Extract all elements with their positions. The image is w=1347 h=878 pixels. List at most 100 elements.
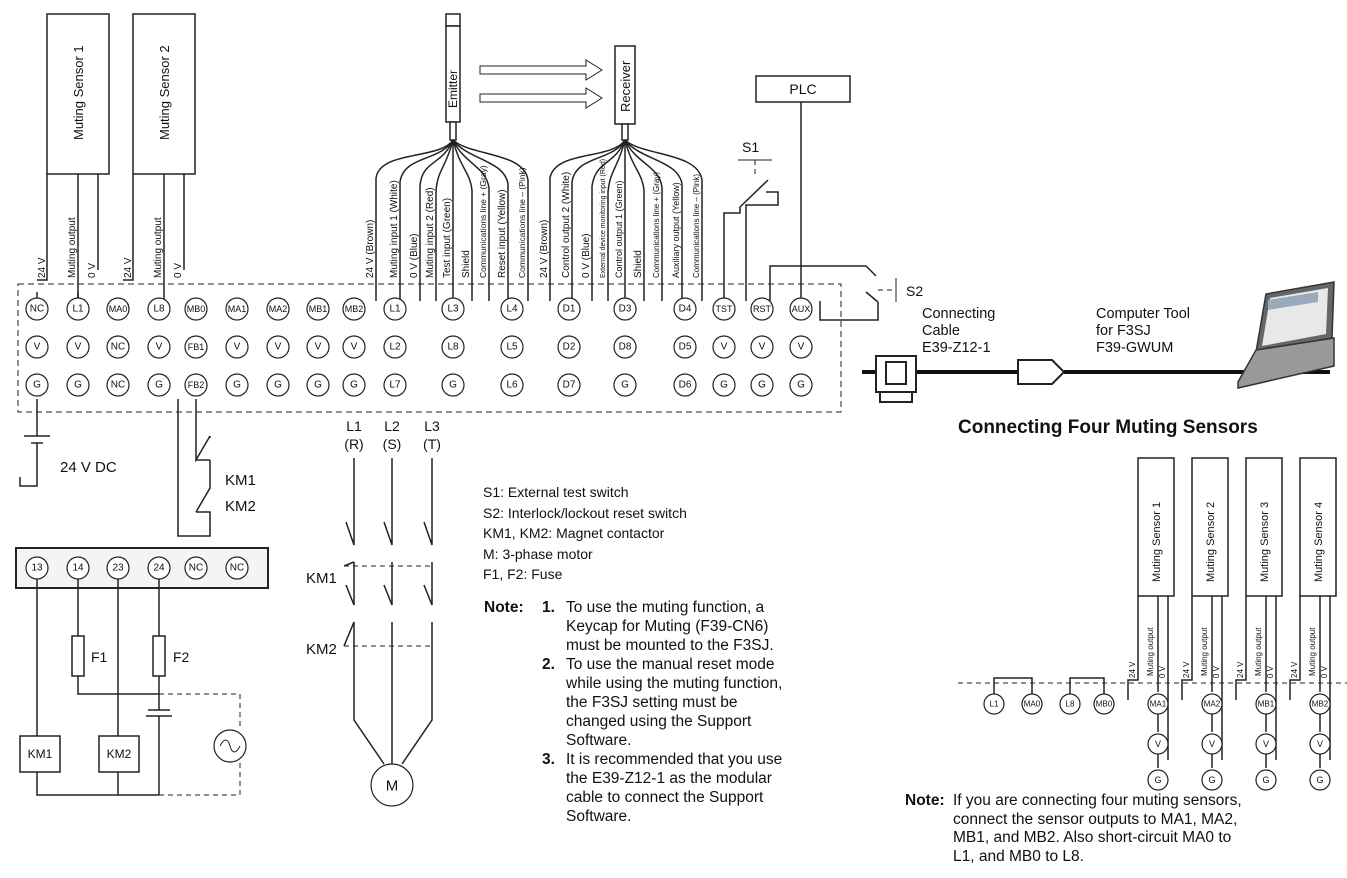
svg-text:KM2: KM2 <box>107 747 132 761</box>
svg-text:24 V (Brown): 24 V (Brown) <box>539 220 550 278</box>
svg-text:0 V: 0 V <box>87 263 98 278</box>
terminal: V <box>789 335 813 359</box>
terminal-label: V <box>759 342 766 353</box>
terminal-label: L1 <box>389 304 401 315</box>
emitter: Emitter <box>445 13 461 141</box>
relay-terminal-label: 23 <box>112 563 124 574</box>
terminal-label: MA0 <box>109 304 128 314</box>
note-2-line: Software. <box>566 732 632 749</box>
four-wire-label: Muting output <box>1254 627 1263 676</box>
terminal-label: V <box>351 342 358 353</box>
terminal-label: V <box>315 342 322 353</box>
terminal-label: MA1 <box>228 304 247 314</box>
terminal: D6 <box>673 373 697 397</box>
four-sensor-label: Muting Sensor 3 <box>1259 502 1271 582</box>
four-note-line: L1, and MB0 to L8. <box>953 847 1084 865</box>
svg-text:0 V: 0 V <box>173 263 184 278</box>
terminal: MB2 <box>342 297 366 321</box>
four-jumper-terminal: L1 <box>983 693 1005 715</box>
note-2-line: changed using the Support <box>566 713 752 730</box>
terminal-label: D7 <box>563 380 576 391</box>
relay-terminal-label: 24 <box>153 563 165 574</box>
terminal-label: L6 <box>506 380 518 391</box>
terminal: L6 <box>500 373 524 397</box>
terminal-label: V <box>75 342 82 353</box>
cable-label: Connecting Cable E39-Z12-1 <box>922 306 995 357</box>
svg-text:24 V: 24 V <box>123 257 134 278</box>
terminal-label: G <box>797 380 805 391</box>
relay-terminal-label: NC <box>230 563 244 574</box>
four-note-title: Note: <box>905 792 945 809</box>
note-2-line: the F3SJ setting must be <box>566 694 738 711</box>
four-note-body: If you are connecting four muting sensor… <box>953 792 1242 866</box>
terminal: L8 <box>147 297 171 321</box>
terminal-block <box>17 283 842 413</box>
terminal: MB0 <box>184 297 208 321</box>
legend-s2: S2: Interlock/lockout reset switch <box>483 504 687 521</box>
laptop-icon <box>1237 281 1335 389</box>
four-wire-label: 0 V <box>1266 665 1275 678</box>
note-1-line: Keycap for Muting (F39-CN6) <box>566 618 769 635</box>
plc-box: PLC <box>755 75 851 103</box>
svg-text:Communications line + (Gray): Communications line + (Gray) <box>478 165 488 278</box>
note-3: It is recommended that you use the E39-Z… <box>566 750 782 826</box>
phase-label: L2 <box>384 418 400 434</box>
terminal: G <box>25 373 49 397</box>
terminal: FB1 <box>184 335 208 359</box>
terminal-label: D4 <box>679 304 692 315</box>
terminal-label: L2 <box>389 342 401 353</box>
terminal-label: G <box>449 380 457 391</box>
terminal: V <box>225 335 249 359</box>
receiver: Receiver <box>614 45 636 141</box>
terminal: D4 <box>673 297 697 321</box>
svg-text:Auxiliary output (Yellow): Auxiliary output (Yellow) <box>671 182 681 278</box>
note-3-line: Software. <box>566 808 632 825</box>
note-3-line: the E39-Z12-1 as the modular <box>566 770 772 787</box>
terminal-label: D3 <box>619 304 632 315</box>
tool-label: Computer Tool for F3SJ F39-GWUM <box>1096 306 1190 357</box>
legend-s1: S1: External test switch <box>483 484 629 500</box>
terminal: D3 <box>613 297 637 321</box>
svg-text:Muting output: Muting output <box>67 217 78 278</box>
terminal-label: G <box>74 380 82 391</box>
terminal: D5 <box>673 335 697 359</box>
terminal: NC <box>25 297 49 321</box>
four-terminal-label: MA1 <box>1150 700 1167 709</box>
tool-label-line: for F3SJ <box>1096 323 1151 339</box>
four-g-label: G <box>1262 775 1269 785</box>
terminal-label: L3 <box>447 304 459 315</box>
note-1-line: To use the muting function, a <box>566 599 765 616</box>
terminal: G <box>750 373 774 397</box>
svg-text:Shield: Shield <box>633 250 644 278</box>
terminal: V <box>147 335 171 359</box>
power-supply-24vdc: 24 V DC <box>19 399 117 487</box>
terminal-label: MB0 <box>187 304 206 314</box>
terminal: V <box>66 335 90 359</box>
phase-sub-label: (S) <box>383 436 402 452</box>
relay-terminal: 13 <box>25 556 49 580</box>
four-sensors-title: Connecting Four Muting Sensors <box>958 417 1258 438</box>
svg-text:Emitter: Emitter <box>446 70 460 108</box>
terminal: G <box>789 373 813 397</box>
note-1-line: must be mounted to the F3SJ. <box>566 637 774 654</box>
terminal-label: G <box>621 380 629 391</box>
relay-terminal: 14 <box>66 556 90 580</box>
four-terminal-label: MB2 <box>1312 700 1329 709</box>
svg-text:KM1: KM1 <box>28 747 53 761</box>
phase-sub-label: (T) <box>423 436 441 452</box>
svg-text:PLC: PLC <box>789 81 816 97</box>
terminal-label: MB1 <box>309 304 328 314</box>
svg-text:24 V DC: 24 V DC <box>60 459 117 476</box>
legend: S1: External test switch S2: Interlock/l… <box>483 482 687 585</box>
four-wire-label: Muting output <box>1200 627 1209 676</box>
terminal: V <box>266 335 290 359</box>
relay-circuit: F1 F2 KM1 KM2 <box>19 579 247 796</box>
four-v-label: V <box>1317 739 1323 749</box>
relay-terminal-label: 13 <box>31 563 43 574</box>
terminal: L1 <box>66 297 90 321</box>
terminal: G <box>306 373 330 397</box>
